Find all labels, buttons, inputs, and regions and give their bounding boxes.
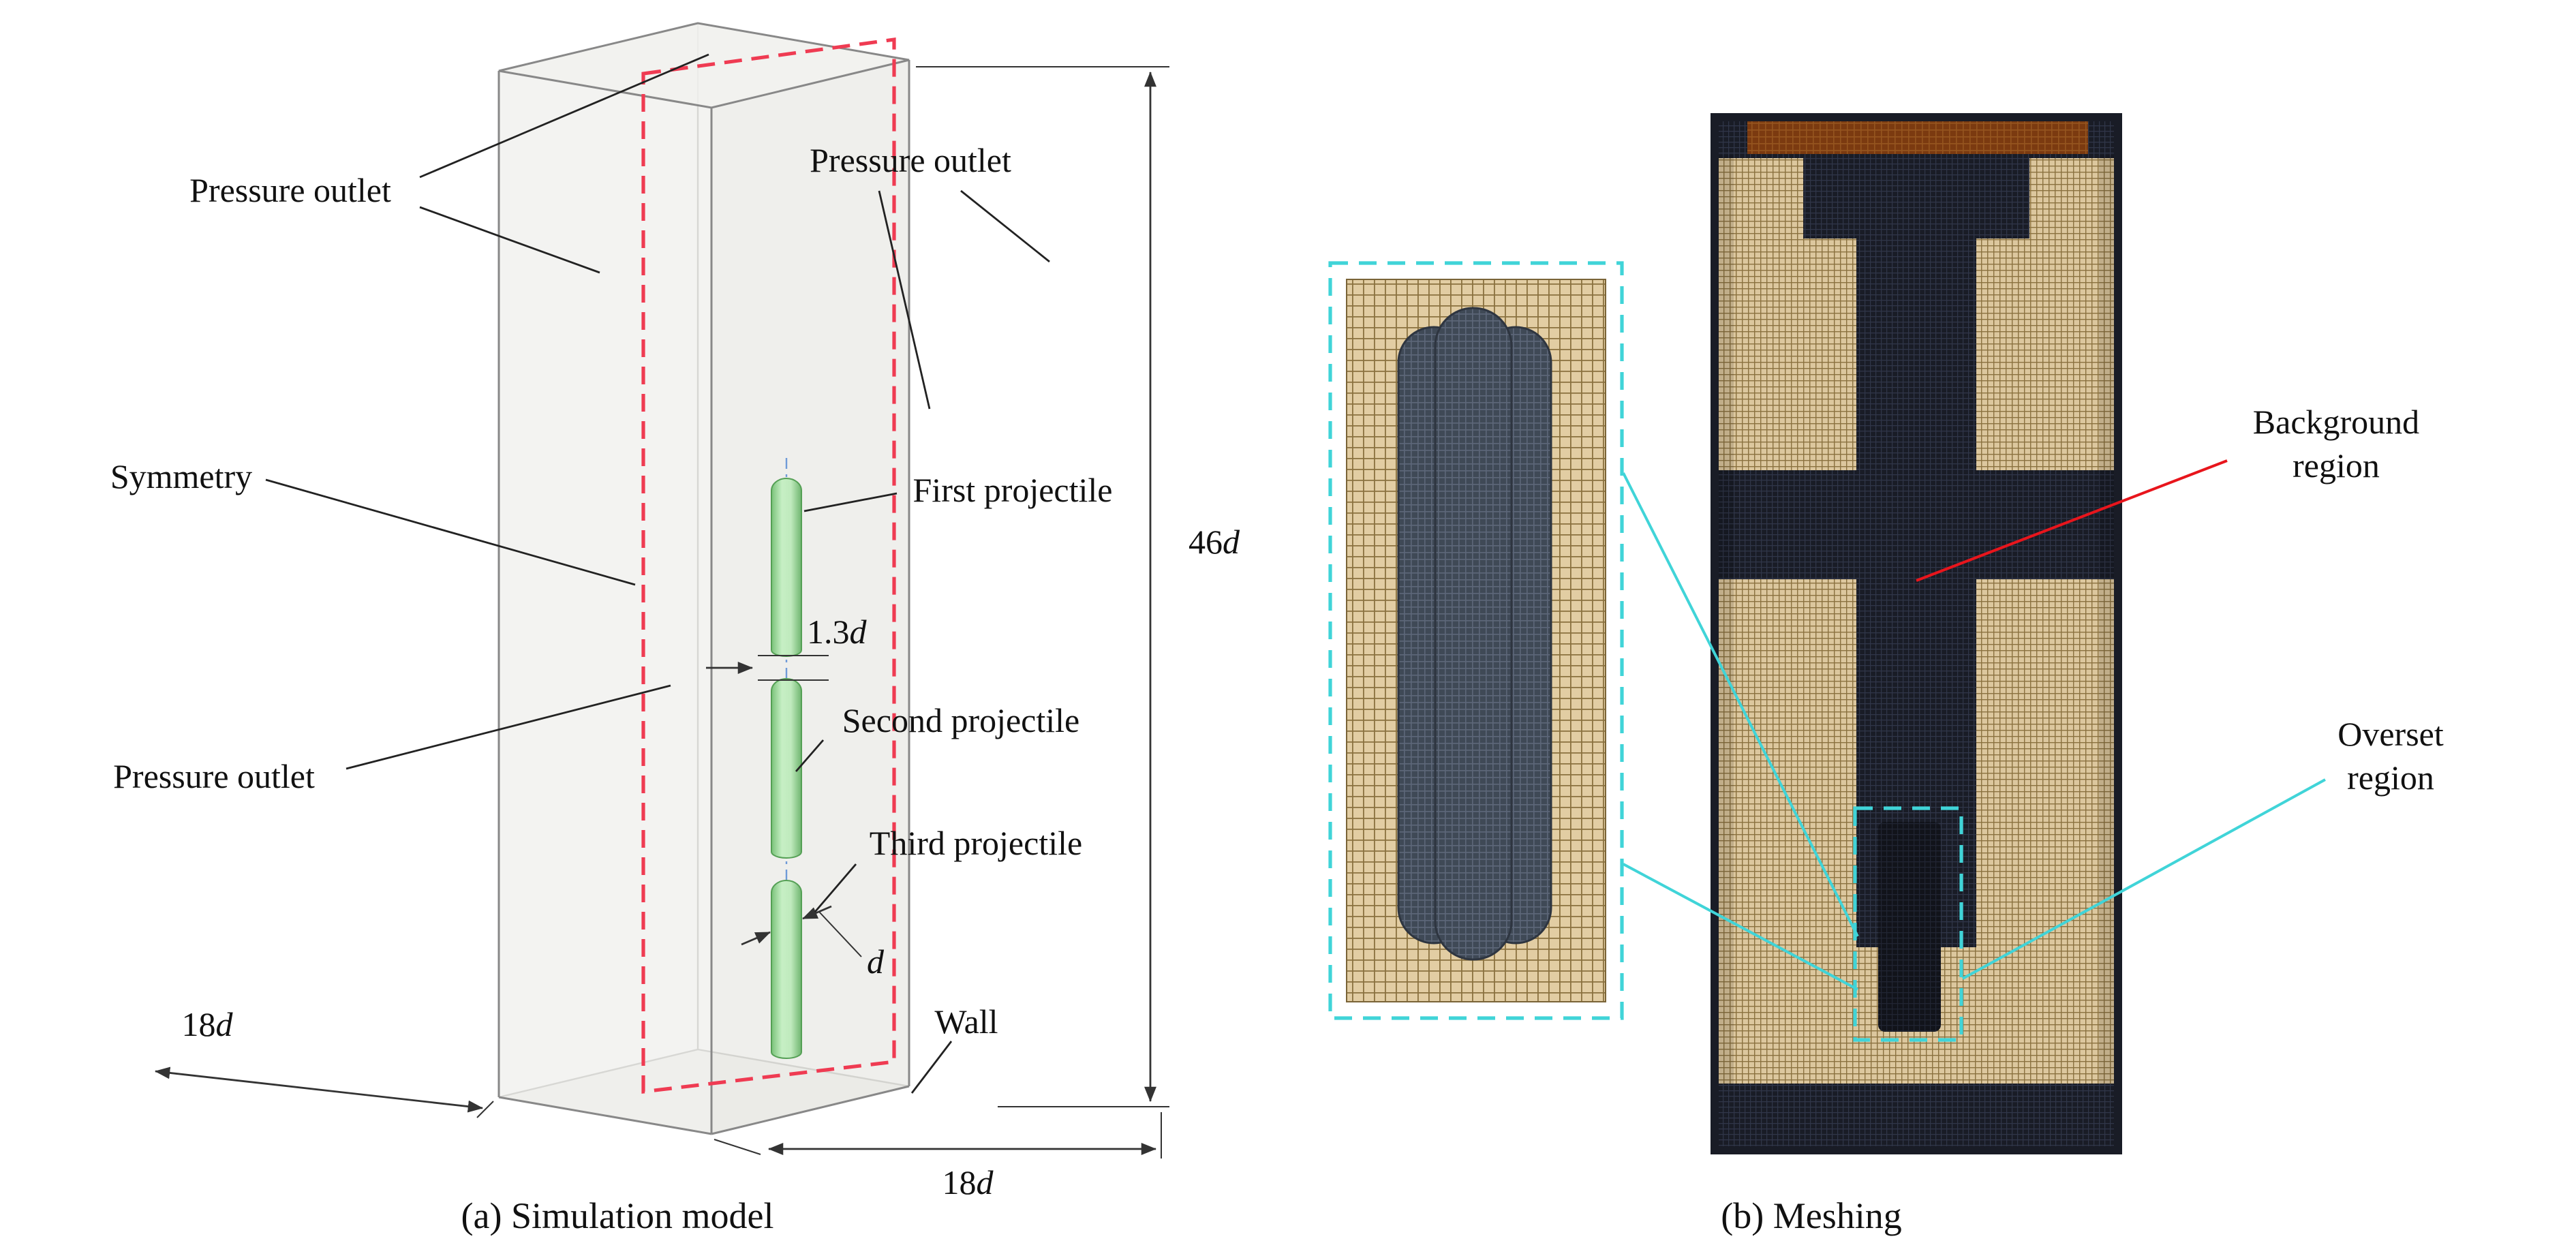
background-region-label-line1: Background [2253,403,2419,441]
box-left-face [499,71,711,1134]
third-projectile-cylinder [771,880,802,1059]
wall-label: Wall [934,1002,998,1041]
pressure-outlet-top-left-label: Pressure outlet [189,171,391,209]
leader-line [878,190,931,410]
panel-a-caption: (a) Simulation model [461,1195,774,1236]
height-dimension: 46d [916,66,1240,1107]
annotation-pressure-outlet-left: Pressure outlet [113,684,671,795]
leader-line [960,189,1050,263]
second-projectile-cylinder [771,678,802,859]
second-projectile-label: Second projectile [842,701,1080,739]
annotation-background-region: Background region [1916,403,2419,582]
overset-connector-line-upper [1622,472,1859,937]
diameter-label: d [867,942,885,981]
annotation-first-projectile: First projectile [803,471,1113,512]
overset-connector-line-lower [1623,863,1858,991]
overset-region-label-line1: Overset [2337,715,2444,753]
leader-line [346,684,671,770]
annotation-overset-region: Overset region [1962,715,2444,980]
rust-strip [1747,121,2088,154]
pressure-outlet-left-label: Pressure outlet [113,757,315,795]
width-dimension-label: 18d [942,1163,994,1201]
annotation-pressure-outlet-top-left: Pressure outlet [189,53,709,274]
leader-line [419,53,709,179]
spacing-dimension-label: 1.3d [807,613,868,651]
leader-line [795,739,825,772]
leader-line [419,206,600,274]
first-projectile-cylinder [771,478,802,657]
spacing-dimension: 1.3d [706,613,868,681]
leader-line [803,492,898,512]
overset-dashed-border [1328,261,1624,1020]
pressure-outlet-top-right-label: Pressure outlet [810,141,1011,179]
overset-region-label-line2: region [2347,758,2434,797]
wall-mesh-strip [1715,1084,2118,1150]
projectile-mesh-bar-shade [1878,822,1941,1032]
height-dimension-label: 46d [1189,523,1240,561]
panel-b-caption: (b) Meshing [1721,1195,1901,1236]
depth-ext [476,1101,494,1118]
depth-dimension: 18d [154,1005,494,1118]
leader-line [910,1041,953,1094]
annotation-third-projectile: Third projectile [814,824,1082,912]
annotation-symmetry: Symmetry [110,457,636,586]
depth-dim-line [154,1066,484,1113]
background-mesh-panel [1711,113,2122,1154]
panel-a-simulation-model: 1.3d d 46d 18d 18d [110,22,1240,1236]
background-region-label-line2: region [2293,446,2380,485]
width-ext-left [714,1139,761,1155]
diameter-arrow-left [741,931,771,946]
panel-b-meshing: Background region Overset region (b) Mes… [1328,113,2444,1236]
annotation-pressure-outlet-top-right: Pressure outlet [810,141,1050,410]
third-projectile-label: Third projectile [870,824,1082,862]
depth-dimension-label: 18d [182,1005,234,1043]
overset-mesh-panel [1328,261,1624,1020]
diameter-dimension: d [741,905,885,981]
annotation-second-projectile: Second projectile [795,701,1080,772]
width-dimension: 18d [714,1112,1162,1201]
projectile-mesh-bar [1878,822,1941,1032]
diameter-arrow-right [801,905,832,920]
overset-region-leader [1962,778,2326,980]
first-projectile-label: First projectile [913,471,1113,509]
leader-line [265,478,636,586]
box-right-face [711,60,909,1134]
symmetry-plane-dashed [641,37,896,1094]
symmetry-label: Symmetry [110,457,252,495]
leader-line [814,863,857,912]
box-bottom-front-left-edge [498,1096,712,1135]
overset-outline-in-background [1853,806,1963,1042]
background-mesh-border [1711,113,2122,1154]
projectile-mesh-center [1434,307,1513,961]
refined-band-region [1715,470,2118,579]
background-region-leader [1916,459,2228,582]
annotation-wall: Wall [910,1002,998,1094]
box-bottom-front-right-edge [711,1085,910,1135]
diameter-leader [818,911,862,957]
